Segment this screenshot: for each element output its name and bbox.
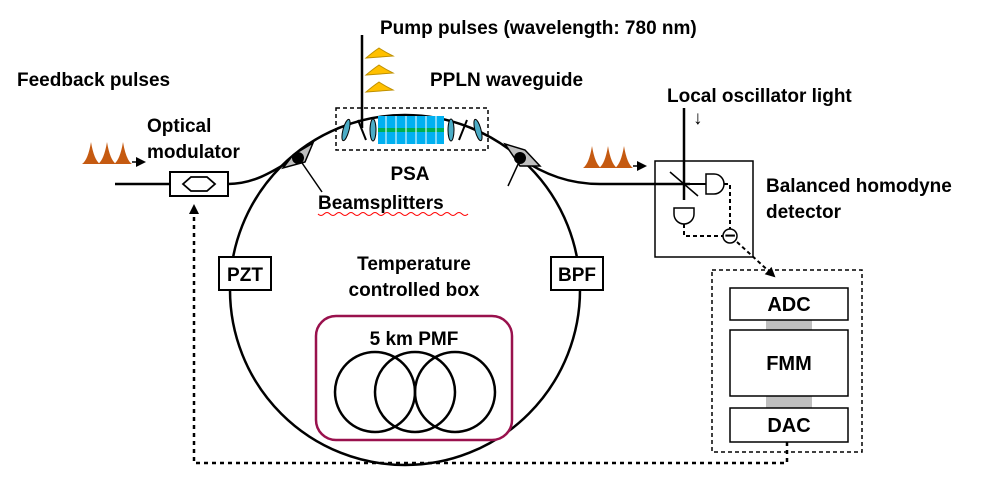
dac-label: DAC (767, 415, 810, 437)
adc-label: ADC (767, 294, 810, 316)
optical-modulator (169, 171, 229, 197)
ppln-waveguide (378, 116, 444, 144)
psa-label: PSA (390, 164, 429, 185)
optical-modulator-label-1: Optical (147, 116, 211, 137)
beamsplitter-pointer (299, 159, 323, 193)
fiber-coupler-left (281, 141, 315, 170)
subtractor-icon (722, 228, 738, 244)
dac-box (729, 407, 849, 443)
beamsplitters-label: Beamsplitters (318, 193, 444, 214)
pump-label: Pump pulses (wavelength: 780 nm) (380, 18, 697, 39)
pzt-label: PZT (227, 265, 263, 286)
beamsplitter-pointer-right (507, 159, 521, 187)
fmm-label: FMM (766, 353, 812, 375)
ppln-label: PPLN waveguide (430, 70, 583, 91)
hexagon-modulator-icon (181, 176, 217, 192)
bpf-label: BPF (558, 265, 596, 286)
temperature-label-1: Temperature (357, 254, 471, 275)
psa-dashed-box (335, 107, 489, 151)
bpf-box (550, 256, 604, 291)
feedback-label: Feedback pulses (17, 70, 170, 91)
fiber-coupler-right (503, 142, 542, 167)
fmm-dac-connector (766, 395, 812, 409)
bhd-box (654, 160, 754, 258)
bhd-label-1: Balanced homodyne (766, 176, 952, 197)
pmf-coil-icon (333, 350, 497, 434)
local-oscillator-label: Local oscillator light (667, 86, 852, 107)
adc-fmm-connector (766, 319, 812, 331)
bhd-to-adc-arrow (736, 241, 776, 278)
bhd-wiring (683, 183, 731, 237)
lo-down-arrow: ↓ (693, 108, 703, 129)
photodiode-icon (673, 173, 725, 225)
pzt-box (218, 256, 272, 291)
adc-box (729, 287, 849, 321)
orange-pulse-train-icon (82, 142, 146, 167)
feedback-path (192, 212, 789, 465)
temperature-box (314, 314, 514, 442)
pmf-label: 5 km PMF (370, 329, 459, 350)
beamsplitters-spellcheck-underline (317, 212, 469, 216)
output-pulse-train-icon (583, 146, 647, 171)
optical-modulator-label-2: modulator (147, 142, 240, 163)
yellow-pulse-train-icon (364, 47, 395, 93)
subtractor-minus: − (724, 226, 735, 247)
temperature-label-2: controlled box (349, 280, 480, 301)
psa-lenses (341, 118, 483, 142)
fmm-box (729, 329, 849, 397)
bhd-label-2: detector (766, 202, 842, 223)
